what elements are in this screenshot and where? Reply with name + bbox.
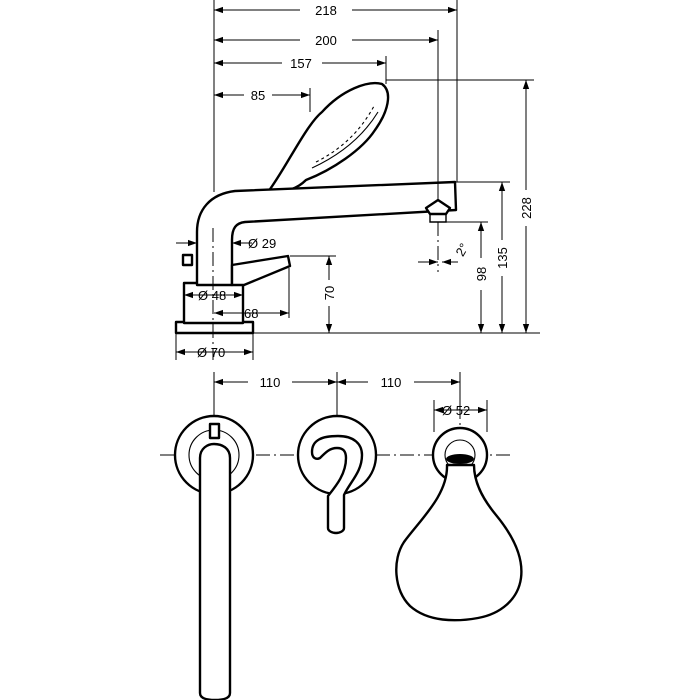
dim-70-label: 70 bbox=[322, 286, 337, 300]
dim-dia-70-label: Ø 70 bbox=[197, 345, 225, 360]
dim-48-label: Ø 48 bbox=[198, 288, 226, 303]
dim-157-label: 157 bbox=[290, 56, 312, 71]
diverter-knob-top bbox=[208, 422, 221, 440]
diverter-button bbox=[181, 253, 194, 267]
dim-dia-52-label: Ø 52 bbox=[442, 403, 470, 418]
dim-228-label: 228 bbox=[519, 197, 534, 219]
dim-135-label: 135 bbox=[495, 247, 510, 269]
mixer-lever-top bbox=[310, 434, 364, 535]
hand-shower-nozzles bbox=[315, 105, 375, 163]
side-view: 218 200 157 85 Ø 29 Ø 48 68 Ø 70 bbox=[174, 0, 540, 360]
hand-shower bbox=[266, 81, 390, 194]
front-view: 110 110 Ø 52 bbox=[160, 372, 523, 700]
angle-2-label: 2° bbox=[452, 241, 471, 259]
dim-218-label: 218 bbox=[315, 3, 337, 18]
dim-68-label: 68 bbox=[244, 306, 258, 321]
dim-200-label: 200 bbox=[315, 33, 337, 48]
dim-110-right-label: 110 bbox=[381, 375, 402, 390]
spout bbox=[195, 180, 458, 287]
shower-holder-clamp bbox=[446, 454, 474, 464]
spout-top bbox=[198, 442, 232, 700]
dim-98-label: 98 bbox=[474, 267, 489, 281]
dim-29-label: Ø 29 bbox=[248, 236, 276, 251]
dim-85-label: 85 bbox=[251, 88, 265, 103]
dim-110-left-label: 110 bbox=[260, 375, 281, 390]
aerator bbox=[424, 198, 452, 216]
hand-shower-face bbox=[311, 111, 379, 169]
lever-handle bbox=[230, 254, 292, 287]
shower-head-top bbox=[395, 463, 523, 622]
